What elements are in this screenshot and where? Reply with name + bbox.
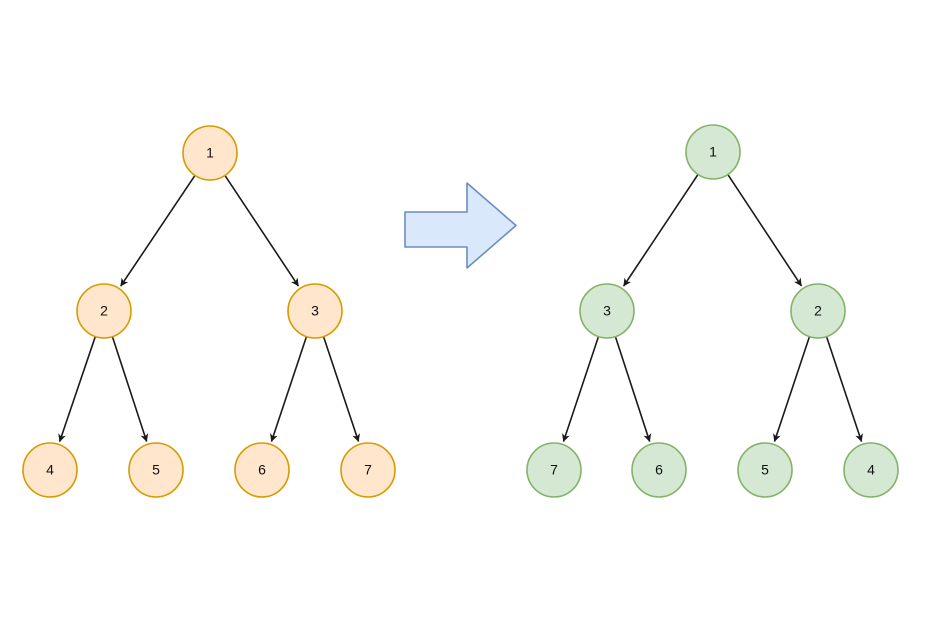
original-tree-node-label: 4 [46, 462, 54, 478]
mirrored-tree-node-label: 7 [550, 462, 558, 478]
original-tree-node-5 [128, 442, 184, 498]
original-tree-node-label: 5 [152, 462, 160, 478]
original-tree-node-4 [22, 442, 78, 498]
mirrored-tree-node-label: 2 [814, 303, 822, 319]
mirrored-tree-node-label: 5 [761, 462, 769, 478]
tree-edge [120, 174, 196, 287]
tree-edge [773, 336, 811, 443]
mirrored-tree-node-2 [790, 283, 846, 339]
tree-edge [562, 336, 600, 443]
mirrored-tree-node-4 [843, 442, 899, 498]
mirrored-tree: 1 3 2 7 6 5 4 [526, 124, 899, 498]
original-tree-node-6 [234, 442, 290, 498]
tree-edge [270, 336, 308, 443]
original-tree-node-label: 2 [100, 303, 108, 319]
original-tree-node-label: 3 [311, 303, 319, 319]
tree-edge [58, 336, 97, 443]
original-tree-node-7 [340, 442, 396, 498]
mirrored-tree-node-label: 3 [603, 303, 611, 319]
original-tree-node-2 [76, 283, 132, 339]
tree-edge [727, 174, 803, 287]
mirrored-tree-node-5 [737, 442, 793, 498]
mirrored-tree-node-label: 6 [655, 462, 663, 478]
transform-right-arrow-icon [404, 182, 517, 269]
mirrored-tree-node-label: 4 [867, 462, 875, 478]
tree-edge [322, 336, 360, 443]
mirrored-tree-node-3 [579, 283, 635, 339]
original-tree-node-label: 7 [364, 462, 372, 478]
original-tree-node-label: 1 [206, 145, 214, 161]
original-tree-node-3 [287, 283, 343, 339]
tree-edge [622, 174, 699, 287]
tree-edge [111, 336, 149, 442]
tree-edge [224, 175, 300, 287]
tree-edge [825, 336, 863, 443]
original-tree-node-1 [182, 125, 238, 181]
tree-edge [614, 336, 652, 442]
original-tree: 1 2 3 4 5 6 7 [22, 125, 396, 498]
mirrored-tree-node-6 [631, 442, 687, 498]
original-tree-node-label: 6 [258, 462, 266, 478]
mirrored-tree-node-1 [685, 124, 741, 180]
mirrored-tree-node-label: 1 [709, 144, 717, 160]
mirrored-tree-node-7 [526, 442, 582, 498]
